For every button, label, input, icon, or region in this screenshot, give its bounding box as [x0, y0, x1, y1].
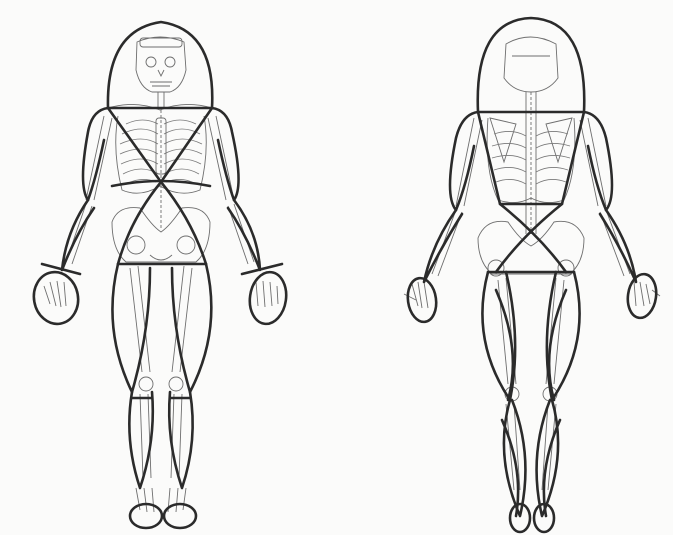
back-view — [404, 18, 660, 532]
front-spine — [158, 92, 164, 228]
front-leg-bones — [130, 266, 192, 478]
front-skull — [136, 37, 186, 92]
front-feet-bones — [136, 488, 186, 512]
back-outline — [405, 18, 659, 532]
back-spine — [526, 92, 536, 234]
front-outline — [30, 22, 290, 528]
back-skull — [504, 37, 558, 92]
back-leg-bones — [498, 278, 564, 490]
back-hands — [404, 282, 660, 308]
front-view — [30, 22, 290, 528]
front-arm-bones — [66, 116, 254, 264]
